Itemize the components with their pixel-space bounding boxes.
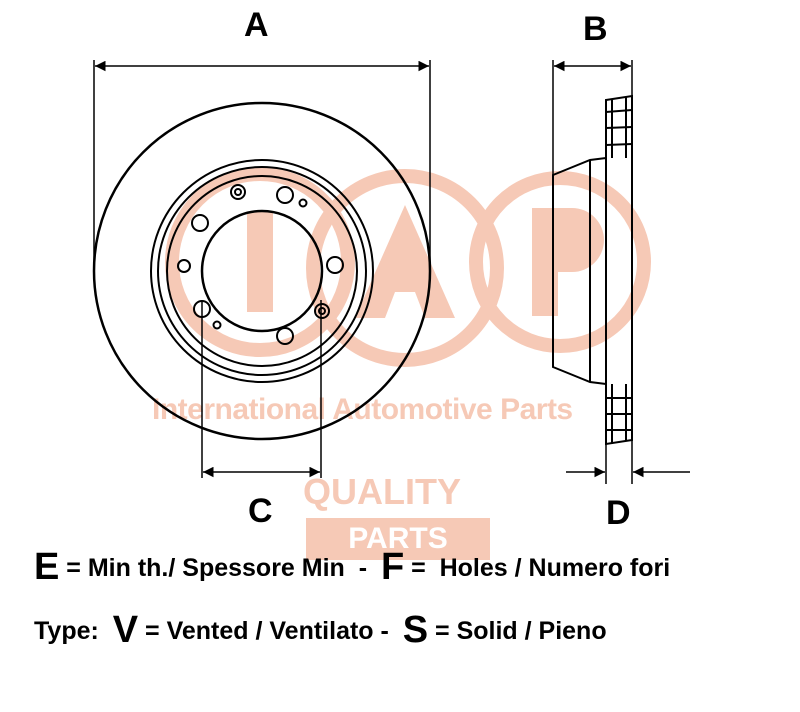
bolt-hole [276,327,294,345]
watermark-tagline: International Automotive Parts [152,393,573,426]
dimension-label-a: A [244,6,269,44]
dimension-label-b: B [583,10,608,48]
legend-text-s: = Solid / Pieno [428,617,607,645]
pin-hole [298,198,308,208]
bolt-hole [276,186,294,204]
disc-outer-edge [92,101,432,441]
legend-line-2: Type: V = Vented / Ventilato - S = Solid… [0,609,800,652]
screw-hole [314,303,330,319]
screw-hole [230,184,246,200]
side-hat [552,156,607,386]
legend-line-1: E = Min th./ Spessore Min - F = Holes / … [0,546,800,589]
legend-type-prefix: Type: [34,617,113,645]
legend-letter-s: S [402,609,429,651]
pin-hole [212,320,222,330]
hat-outer-ring [150,159,374,383]
legend-letter-v: V [112,609,139,651]
legend-text-e: = Min th./ Spessore Min - [59,554,381,582]
dimension-label-d: D [606,494,631,532]
center-bore [200,209,324,333]
screw-hole-inner [318,307,326,315]
screw-hole-inner [234,188,242,196]
logo-letter-i [247,212,273,312]
legend-letter-f: F [380,546,405,588]
legend-letter-e: E [34,546,60,588]
bolt-hole-small [177,259,191,273]
hat-flange-ring [166,175,358,367]
legend-text-v: = Vented / Ventilato - [138,617,403,645]
watermark-parts: PARTS [306,518,490,560]
watermark-quality: QUALITY [303,471,461,512]
side-disc-outline [605,94,633,446]
logo-ring-i [165,167,355,357]
hat-inner-ring [157,166,367,376]
side-view [552,94,633,446]
bolt-hole [326,256,344,274]
logo-ring-p [469,171,651,353]
bolt-hole [191,214,209,232]
legend-text-f: = Holes / Numero fori [404,554,671,582]
dimension-label-c: C [248,492,273,530]
logo-letter-p [532,208,604,316]
